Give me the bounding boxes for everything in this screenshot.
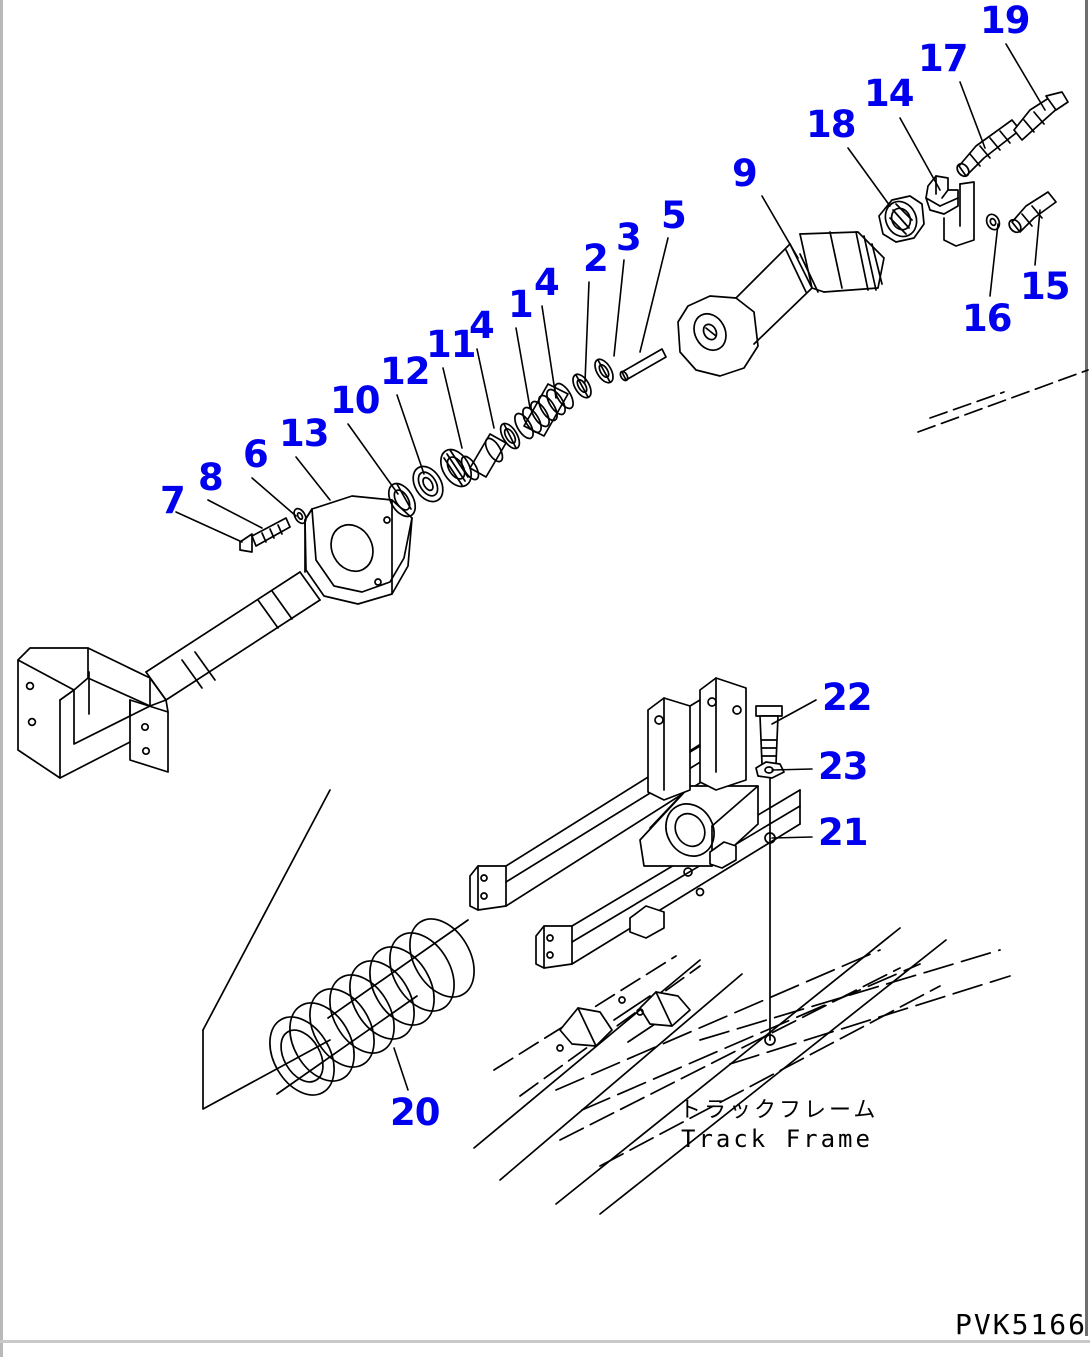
leader-line-16 [989, 223, 999, 297]
leader-line-3 [613, 259, 625, 357]
callout-number-1: 1 [508, 283, 534, 326]
leader-line-7 [175, 511, 243, 543]
part-15-bolt [1008, 191, 1057, 234]
callout-number-22: 22 [822, 676, 872, 719]
track-frame-label-japanese: トラックフレーム [679, 1098, 879, 1123]
page-border-bottom [0, 1340, 1090, 1343]
leader-line-10 [347, 423, 399, 495]
callout-number-4: 4 [469, 304, 495, 347]
parts-stack [387, 348, 667, 518]
callout-number-15: 15 [1020, 265, 1070, 308]
adjuster-frame-rails [469, 677, 801, 969]
part-14-bracket [925, 175, 959, 215]
callout-number-6: 6 [243, 433, 269, 476]
callout-number-14: 14 [864, 72, 914, 115]
assembly-axis-line-21 [764, 777, 776, 1046]
leader-line-4 [476, 348, 495, 429]
track-frame-label-english: Track Frame [681, 1125, 873, 1153]
leader-line-17 [959, 81, 986, 149]
spring-backplane [202, 789, 331, 1110]
drawing-code: PVK5166 [955, 1308, 1088, 1341]
part-2 [572, 373, 592, 399]
leader-line-5 [639, 237, 669, 353]
callout-number-8: 8 [198, 456, 224, 499]
leader-line-14 [899, 117, 941, 191]
leader-line-18 [847, 147, 891, 207]
callout-number-10: 10 [330, 379, 380, 422]
callout-leader-lines [175, 43, 1046, 1091]
bolt-item-7 [239, 517, 291, 553]
page-border-left [0, 0, 3, 1357]
callout-number-2: 2 [583, 237, 609, 280]
callout-number-17: 17 [918, 37, 968, 80]
washer-item-8 [293, 507, 307, 525]
callout-number-5: 5 [661, 194, 687, 237]
part-3 [594, 358, 614, 384]
leader-line-22 [771, 699, 817, 725]
leader-line-6 [251, 477, 297, 517]
part-11 [439, 448, 473, 488]
part-17-plate [943, 181, 975, 247]
yoke-bracket [17, 647, 169, 779]
part-18-nut [878, 195, 925, 243]
callout-number-7: 7 [160, 479, 186, 522]
part-5-pin [619, 348, 667, 382]
part-12 [412, 465, 444, 503]
callout-number-19: 19 [980, 0, 1030, 42]
part-4-lower [460, 433, 507, 481]
leader-line-1 [515, 327, 531, 409]
part-19-bolt [1013, 91, 1069, 141]
callout-number-3: 3 [616, 216, 642, 259]
leader-line-11 [442, 367, 463, 449]
callout-number-12: 12 [380, 350, 430, 393]
leader-line-21 [771, 836, 813, 839]
part-17-bolt [956, 119, 1021, 178]
part-1 [499, 422, 521, 450]
leader-line-19 [1005, 43, 1046, 111]
leader-line-13 [295, 456, 331, 501]
leader-line-8 [207, 499, 263, 529]
callout-number-13: 13 [279, 412, 329, 455]
leader-line-4 [541, 305, 557, 399]
callout-number-23: 23 [818, 745, 868, 788]
part-10 [387, 482, 417, 518]
callout-number-20: 20 [390, 1091, 440, 1134]
callout-number-16: 16 [962, 297, 1012, 340]
callout-number-4: 4 [534, 261, 560, 304]
recoil-spring-item-20 [269, 918, 475, 1096]
leader-line-20 [393, 1047, 409, 1091]
leader-line-15 [1034, 209, 1041, 266]
callout-number-11: 11 [426, 323, 476, 366]
part-16-stud [985, 213, 1001, 231]
leader-line-12 [396, 394, 425, 475]
leader-line-2 [584, 281, 590, 383]
adjuster-rod-lower [145, 571, 321, 701]
page-border-right [1085, 0, 1088, 1336]
cylinder-head-flange [304, 495, 413, 605]
cylinder-item-9 [677, 231, 885, 377]
leader-line-23 [771, 768, 813, 771]
callout-number-21: 21 [818, 811, 868, 854]
callout-number-18: 18 [806, 103, 856, 146]
part-4-upper [514, 382, 574, 440]
break-line-upper-right [917, 369, 1089, 433]
callout-number-9: 9 [732, 152, 758, 195]
leader-line-9 [761, 195, 799, 259]
track-frame-surface [473, 927, 1011, 1215]
